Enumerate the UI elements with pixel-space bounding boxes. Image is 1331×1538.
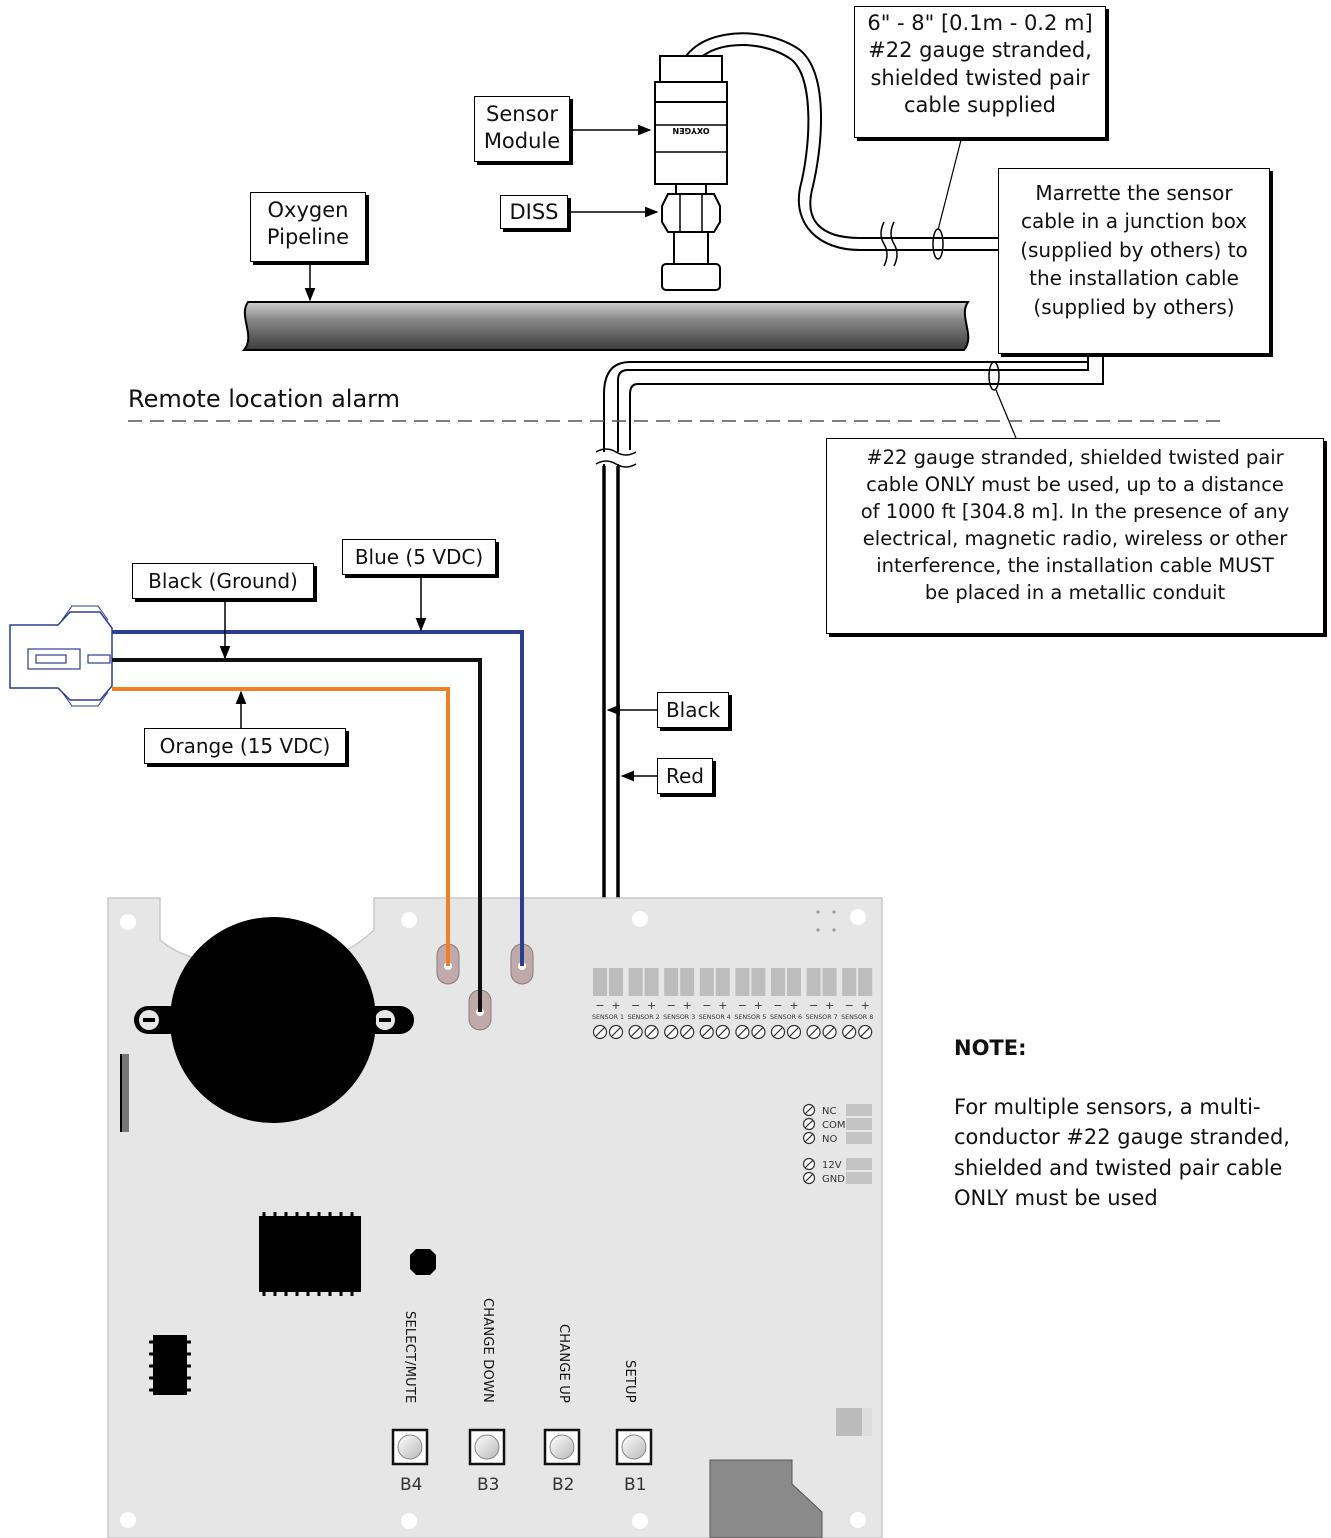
power-label: GND <box>822 1174 845 1185</box>
button-label-setup: SETUP <box>622 1360 637 1403</box>
sensor-terminal-4 <box>699 968 730 996</box>
polarity-minus: − <box>702 999 711 1012</box>
relay-label: NC <box>822 1106 836 1117</box>
polarity-minus: − <box>773 999 782 1012</box>
terminal-screw <box>644 1024 659 1040</box>
callout-black-wire: Black (Ground) <box>132 563 314 599</box>
polarity-plus: + <box>789 999 798 1012</box>
relay-label: NO <box>822 1134 837 1145</box>
polarity-plus: + <box>611 999 620 1012</box>
sensor-terminal-label: SENSOR 1 <box>592 1014 624 1021</box>
sensor-terminal-7 <box>806 968 837 996</box>
sensor-terminal-block: −+SENSOR 1−+SENSOR 2−+SENSOR 3−+SENSOR 4… <box>592 968 873 1040</box>
note-title: NOTE: <box>954 1036 1027 1060</box>
terminal-screw <box>735 1024 750 1040</box>
power-terminals: 12V GND <box>802 1157 872 1185</box>
power-screw <box>802 1157 816 1171</box>
sensor-terminal-label: SENSOR 2 <box>628 1014 660 1021</box>
callout-diss: DISS <box>500 195 568 229</box>
terminal-screw <box>822 1024 837 1040</box>
callout-red-sensor: Red <box>657 758 713 794</box>
terminal-screw <box>786 1024 802 1040</box>
sensor-terminal-label: SENSOR 4 <box>699 1014 731 1021</box>
polarity-plus: + <box>718 999 727 1012</box>
relay-terminals: NC COM NO <box>802 1103 872 1145</box>
terminal-screw <box>842 1024 857 1040</box>
sensor-terminal-8 <box>842 968 873 996</box>
callout-marrette: Marrette the sensor cable in a junction … <box>998 168 1270 354</box>
sensor-cable <box>880 139 1002 267</box>
button-id-b1: B1 <box>624 1475 647 1495</box>
terminal-screw <box>858 1024 873 1040</box>
callout-arrows <box>219 124 659 782</box>
power-connector <box>9 605 113 707</box>
polarity-plus: + <box>825 999 834 1012</box>
relay-screw <box>802 1103 816 1117</box>
button-b4[interactable] <box>391 1428 429 1466</box>
terminal-screw <box>608 1024 624 1040</box>
callout-oxygen-pipeline: Oxygen Pipeline <box>250 192 366 262</box>
button-id-b4: B4 <box>400 1475 423 1495</box>
relay-label: COM <box>822 1120 845 1131</box>
button-b2[interactable] <box>543 1428 581 1466</box>
push-buttons <box>391 1428 653 1466</box>
sensor-body-text: OXYGEN <box>672 126 709 135</box>
polarity-minus: − <box>631 999 640 1012</box>
note-body: For multiple sensors, a multi- conductor… <box>954 1095 1290 1211</box>
oxygen-pipeline <box>241 262 970 351</box>
callout-cable-supplied: 6" - 8" [0.1m - 0.2 m] #22 gauge strande… <box>854 6 1106 138</box>
button-b1[interactable] <box>615 1428 653 1466</box>
power-screw <box>802 1171 816 1185</box>
polarity-plus: + <box>647 999 656 1012</box>
terminal-screw <box>715 1024 730 1040</box>
installation-cable <box>595 354 1104 1000</box>
terminal-screw <box>680 1024 695 1040</box>
button-label-change-down: CHANGE DOWN <box>480 1298 495 1403</box>
sensor-terminal-2 <box>628 968 659 996</box>
callout-sensor-module: Sensor Module <box>474 96 570 162</box>
polarity-minus: − <box>738 999 747 1012</box>
sensor-module: OXYGEN <box>654 32 880 291</box>
polarity-minus: − <box>667 999 676 1012</box>
polarity-minus: − <box>595 999 604 1012</box>
button-id-b3: B3 <box>477 1475 500 1495</box>
sensor-terminal-label: SENSOR 3 <box>663 1014 695 1021</box>
terminal-screw <box>699 1024 714 1040</box>
sensor-terminal-label: SENSOR 6 <box>770 1014 802 1021</box>
polarity-plus: + <box>683 999 692 1012</box>
polarity-minus: − <box>809 999 818 1012</box>
terminal-screw <box>664 1024 679 1040</box>
sensor-terminal-6 <box>771 968 801 996</box>
button-b3[interactable] <box>468 1428 506 1466</box>
polarity-minus: − <box>845 999 854 1012</box>
callout-black-sensor: Black <box>657 692 729 728</box>
button-label-select-mute: SELECT/MUTE <box>402 1311 417 1404</box>
sensor-terminal-1 <box>593 968 623 996</box>
relay-screw <box>802 1117 816 1131</box>
relay-screw <box>802 1131 816 1145</box>
sensor-terminal-3 <box>664 968 695 996</box>
callout-orange-wire: Orange (15 VDC) <box>144 728 346 764</box>
terminal-screw <box>806 1024 821 1040</box>
remote-location-label: Remote location alarm <box>128 385 400 413</box>
terminal-screw <box>592 1024 608 1040</box>
button-id-b2: B2 <box>552 1475 575 1495</box>
sensor-terminal-5 <box>735 968 766 996</box>
sensor-terminal-label: SENSOR 7 <box>806 1014 838 1021</box>
polarity-plus: + <box>754 999 763 1012</box>
terminal-screw <box>770 1024 786 1040</box>
terminal-screw <box>628 1024 643 1040</box>
power-label: 12V <box>822 1160 842 1171</box>
sensor-terminal-label: SENSOR 8 <box>841 1014 873 1021</box>
power-wires <box>112 630 524 1012</box>
button-label-change-up: CHANGE UP <box>556 1324 571 1404</box>
polarity-plus: + <box>861 999 870 1012</box>
sensor-terminal-label: SENSOR 5 <box>734 1014 766 1021</box>
callout-installation-cable: #22 gauge stranded, shielded twisted pai… <box>826 438 1324 634</box>
callout-blue-wire: Blue (5 VDC) <box>342 539 496 575</box>
terminal-screw <box>751 1024 766 1040</box>
